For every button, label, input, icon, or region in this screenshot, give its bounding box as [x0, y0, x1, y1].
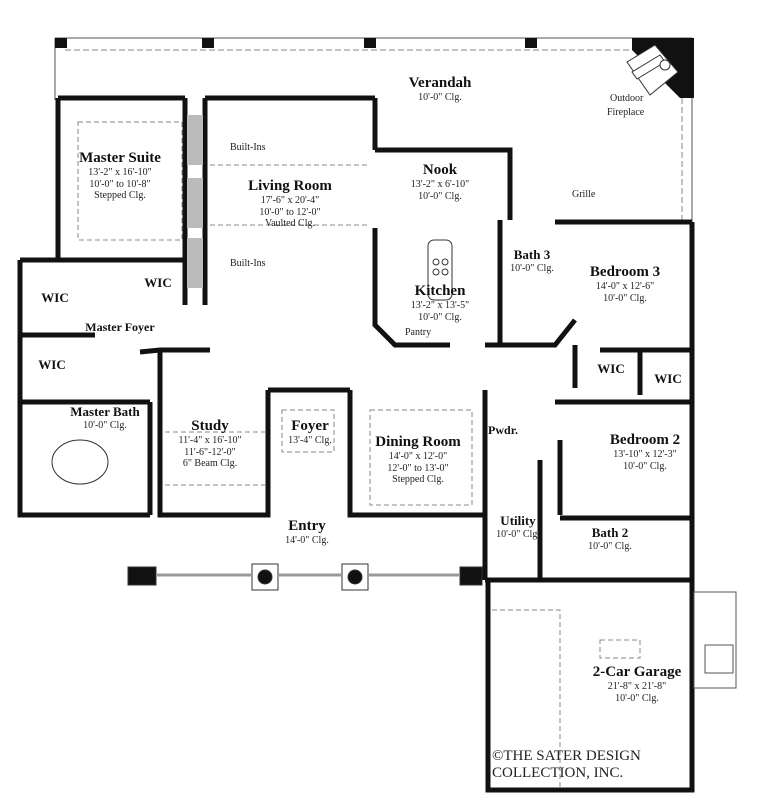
room-name: Bath 2 — [591, 525, 629, 540]
room-name: Bath 3 — [513, 247, 551, 262]
room-dimension: 13'-2" x 13'-5" — [410, 300, 470, 312]
room-name: Utility — [500, 513, 536, 528]
room-dimension: 10'-0" Clg. — [510, 262, 554, 274]
room-dimension: Stepped Clg. — [392, 474, 444, 486]
room-dimension: 10'-0" Clg. — [615, 692, 659, 704]
room-name: WIC — [38, 357, 66, 372]
room-label-wic: WIC — [144, 275, 172, 291]
copyright-line-1: ©THE SATER DESIGN — [492, 748, 641, 764]
room-dimension: 11'-6"-12'-0" — [184, 446, 236, 458]
room-dimension: 13'-2" x 6'-10" — [410, 179, 470, 191]
room-name: Living Room — [248, 178, 332, 194]
room-dimension: 10'-0" Clg. — [418, 311, 462, 323]
room-name: WIC — [654, 371, 682, 386]
room-dimension: 14'-0" x 12'-0" — [388, 451, 448, 463]
room-label-wic: WIC — [38, 357, 66, 373]
room-dimension: 10'-0" Clg. — [496, 528, 540, 540]
plan-note: Fireplace — [607, 107, 645, 118]
room-label-pwdr: Pwdr. — [488, 423, 518, 438]
room-dimension: 14'-0" x 12'-6" — [595, 281, 655, 293]
room-dimension: 12'-0" to 13'-0" — [387, 462, 449, 474]
room-dimension: 10'-0" to 10'-8" — [89, 178, 151, 190]
room-name: WIC — [144, 275, 172, 290]
plan-note: Built-Ins — [230, 258, 266, 269]
plan-note: Pantry — [405, 327, 432, 338]
room-name: WIC — [597, 361, 625, 376]
plan-note: Outdoor — [610, 93, 644, 104]
room-name: Bedroom 2 — [609, 432, 681, 448]
room-name: Master Bath — [70, 404, 140, 419]
room-dimension: 10'-0" Clg. — [83, 419, 127, 431]
room-name: Foyer — [291, 418, 329, 434]
room-name: Kitchen — [414, 283, 466, 299]
room-dimension: 10'-0" Clg. — [588, 540, 632, 552]
room-dimension: 10'-0" Clg. — [418, 190, 462, 202]
room-label-master-foyer: Master Foyer — [85, 320, 155, 335]
room-name: Entry — [288, 518, 326, 534]
room-dimension: 13'-10" x 12'-3" — [613, 449, 677, 461]
room-dimension: 14'-0" Clg. — [285, 535, 329, 547]
room-dimension: 21'-8" x 21'-8" — [607, 681, 667, 693]
room-dimension: 13'-2" x 16'-10" — [88, 167, 152, 179]
room-dimension: 10'-0" Clg. — [603, 292, 647, 304]
room-name: Bedroom 3 — [589, 264, 661, 280]
room-name: WIC — [41, 290, 69, 305]
room-dimension: 13'-4" Clg. — [288, 435, 332, 447]
room-label-wic: WIC — [654, 371, 682, 387]
room-name: Study — [191, 418, 229, 434]
room-dimension: 11'-4" x 16'-10" — [178, 435, 242, 447]
room-name: Master Suite — [79, 150, 161, 166]
room-dimension: Stepped Clg. — [94, 190, 146, 202]
room-name: 2-Car Garage — [592, 664, 682, 680]
room-label-wic: WIC — [597, 361, 625, 377]
room-dimension: Vaulted Clg. — [264, 218, 315, 230]
room-dimension: 10'-0" to 12'-0" — [259, 206, 321, 218]
room-dimension: 6" Beam Clg. — [182, 458, 238, 470]
plan-note: Grille — [572, 189, 596, 200]
copyright-line-2: COLLECTION, INC. — [492, 765, 624, 782]
plan-note: Built-Ins — [230, 142, 266, 153]
room-name: Dining Room — [375, 434, 461, 450]
room-dimension: 10'-0" Clg. — [623, 460, 667, 472]
room-dimension: 17'-6" x 20'-4" — [260, 195, 320, 207]
room-name: Pwdr. — [488, 423, 518, 437]
room-label-wic: WIC — [41, 290, 69, 306]
copyright-notice: ©THE SATER DESIGN COLLECTION, INC. — [492, 748, 641, 783]
room-dimension: 10'-0" Clg. — [418, 92, 462, 104]
room-name: Master Foyer — [85, 320, 155, 334]
room-name: Nook — [422, 162, 458, 178]
room-name: Verandah — [408, 75, 472, 91]
